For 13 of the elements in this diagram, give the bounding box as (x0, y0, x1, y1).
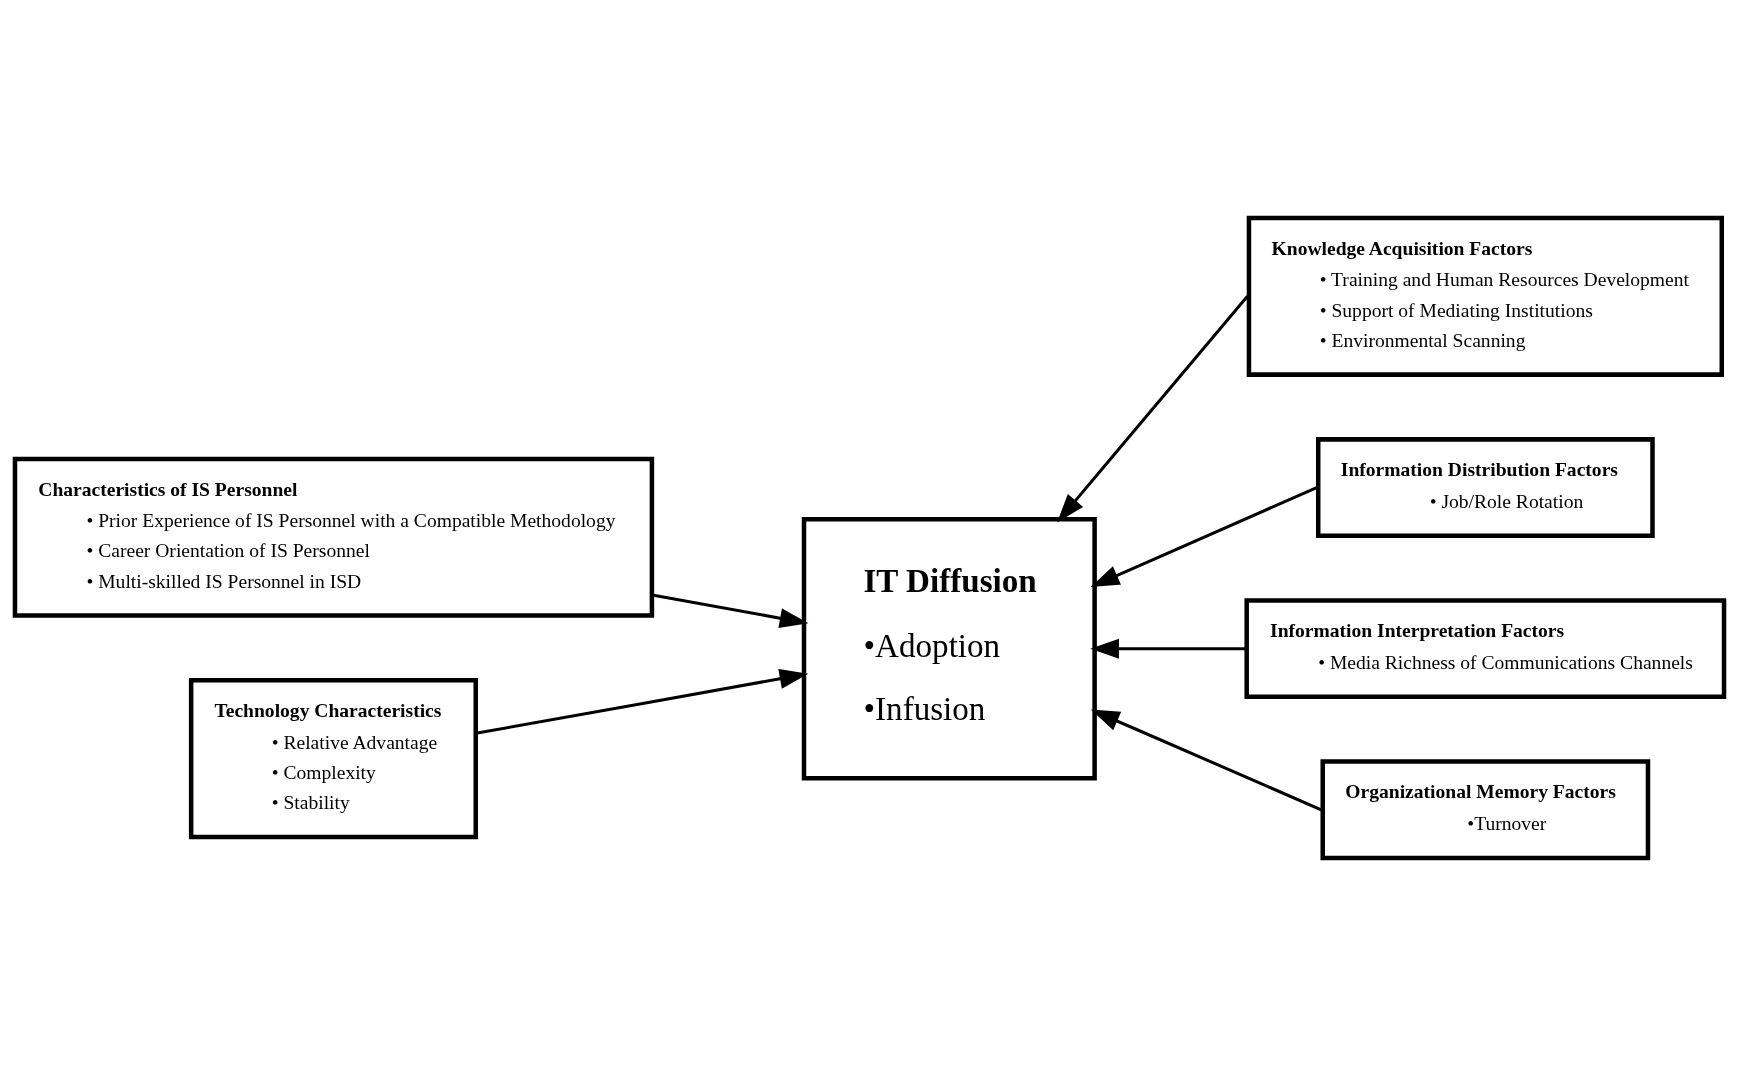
node-box: Knowledge Acquisition Factors • Training and Human Resources Development • Support of Mediating Institutions • Environmental Scanning (1246, 215, 1725, 377)
node-box: Characteristics of IS Personnel • Prior Experience of IS Personnel with a Compatible Methodology • Career Orientation of IS Personnel • Multi-skilled IS Personnel in ISD (12, 456, 655, 618)
node-box: IT Diffusion •Adoption •Infusion (801, 516, 1097, 780)
arrow (1090, 485, 1318, 587)
arrow (1090, 709, 1322, 811)
node-box: Information Distribution Factors • Job/Role Rotation (1315, 436, 1655, 538)
node-box: Technology Characteristics • Relative Advantage • Complexity • Stability (188, 677, 478, 839)
arrow (651, 592, 809, 628)
arrow (1090, 638, 1247, 659)
arrow (1057, 294, 1249, 522)
node-box: Organizational Memory Factors •Turnover (1320, 758, 1651, 860)
node-box: Information Interpretation Factors • Media Richness of Communications Channels (1244, 597, 1727, 699)
arrow (475, 668, 809, 735)
